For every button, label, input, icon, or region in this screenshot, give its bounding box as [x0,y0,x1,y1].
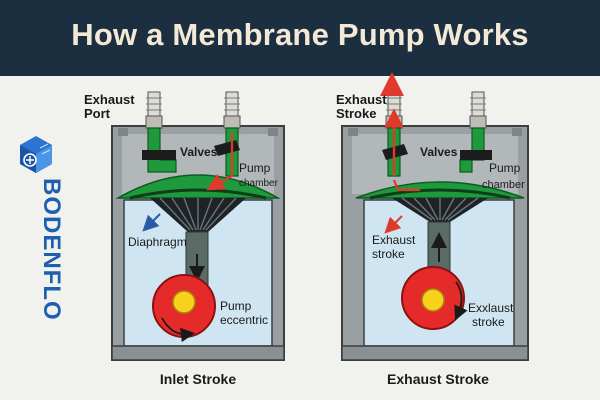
fitting-icon [145,91,163,129]
right-exhaust-label: Exhaust [336,92,387,107]
fitting-icon [223,91,241,129]
right-caption: Exhaust Stroke [387,371,489,387]
left-port-label: Port [84,106,111,121]
flow-arrow-icon [384,215,403,234]
flow-arrow-icon [142,213,161,232]
right-pump: Exhaust Stroke Valves Pump chamber Exhau… [336,72,529,387]
left-exhaust-label: Exhaust [84,92,135,107]
right-exxlaust-label: Exxlaust [468,301,514,315]
brand-name: BODENFLO [38,178,65,321]
left-valves-label: Valves [180,145,218,159]
right-pump-label: Pump [489,161,521,175]
brand-logo: BODENFLO [20,136,65,321]
left-pump: Exhaust Port Valves Pump chamber Diaphra… [84,91,285,387]
fitting-icon [469,91,487,129]
left-valve-1 [142,150,176,160]
left-eccentric-label: eccentric [220,313,268,327]
right-eccentric [401,266,468,330]
right-stroke-low-label: stroke [472,315,505,329]
right-exhaust-mid-label: Exhaust [372,233,416,247]
left-chamber-label: chamber [239,178,279,189]
left-eccentric-pump-label: Pump [220,299,252,313]
left-caption: Inlet Stroke [160,371,236,387]
right-valves-label: Valves [420,145,458,159]
fan-cube-icon [20,136,52,173]
right-stroke-mid-label: stroke [372,247,405,261]
right-chamber-label: chamber [482,179,525,191]
left-diaphragm-label: Diaphragm [128,235,187,249]
flow-arrow-icon [206,132,234,191]
right-diaphragm [392,197,488,222]
page-title: How a Membrane Pump Works [71,17,529,52]
right-valve-2 [460,150,492,160]
flow-arrow-icon [392,179,420,192]
left-valve-2 [214,140,240,156]
left-diaphragm [150,197,246,232]
left-pump-label: Pump [239,161,271,175]
left-eccentric [152,274,216,343]
right-stroke-top-label: Stroke [336,106,376,121]
header-bar: How a Membrane Pump Works [0,0,600,76]
